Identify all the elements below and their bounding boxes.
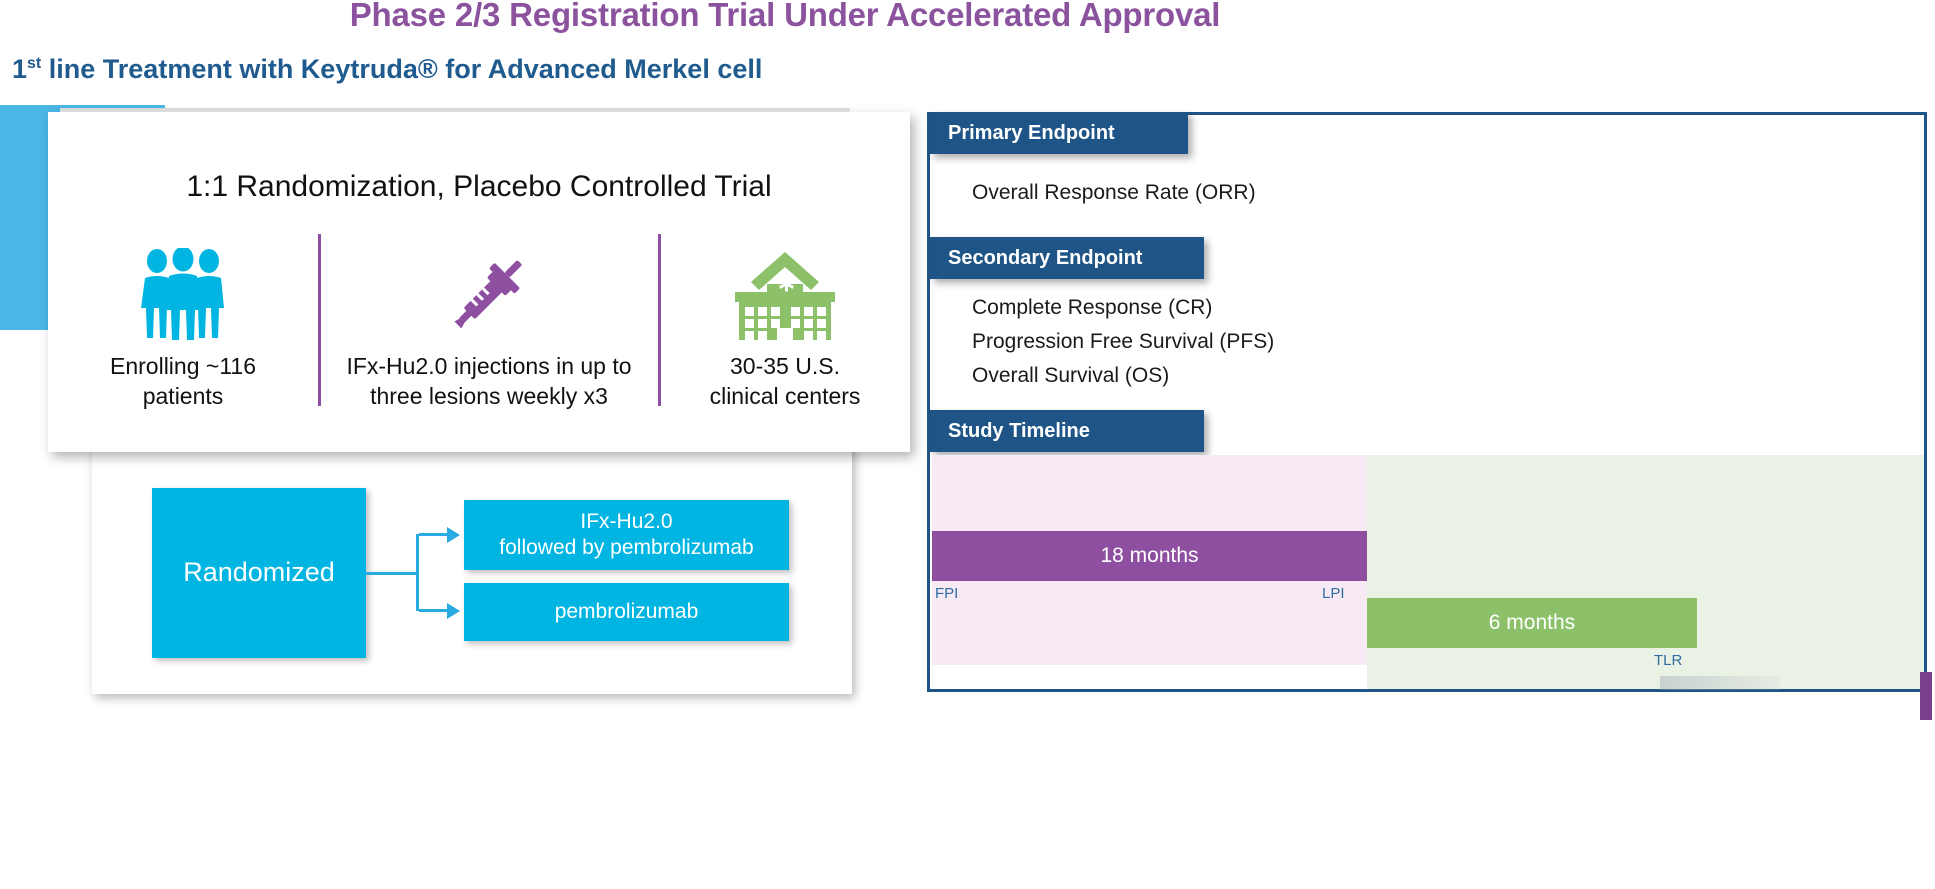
hospital-icon (670, 240, 900, 340)
section-header-secondary-endpoint: Secondary Endpoint (930, 237, 1204, 279)
background-decoration-purple-edge (1920, 672, 1932, 720)
randomization-info-card: 1:1 Randomization, Placebo Controlled Tr… (48, 112, 910, 452)
page-subtitle: 1st line Treatment with Keytruda® for Ad… (12, 54, 762, 85)
timeline-bar-enrollment: 18 months (932, 531, 1367, 581)
list-item: Overall Survival (OS) (972, 364, 1170, 388)
timeline-marker-tlr: TLR (1654, 652, 1683, 669)
connector-line-arm-a (419, 533, 449, 536)
secondary-endpoint-list: Complete Response (CR) Progression Free … (972, 291, 1274, 393)
list-item: Progression Free Survival (PFS) (972, 330, 1275, 354)
syringe-icon (330, 240, 648, 340)
timeline-bar-followup: 6 months (1367, 598, 1697, 648)
subtitle-ordinal: 1 (12, 54, 28, 84)
arrow-icon-arm-b (447, 603, 460, 619)
sites-caption-line-1: 30-35 U.S. (730, 353, 840, 379)
flow-box-arm-b[interactable]: pembrolizumab (464, 583, 789, 641)
enrollment-caption-line-2: patients (142, 382, 224, 409)
arm-a-line-1: IFx-Hu2.0 (580, 509, 673, 533)
dosing-caption-line-1: IFx-Hu2.0 injections in up to (346, 353, 632, 379)
enrollment-caption-line-1: Enrolling ~116 (110, 353, 256, 379)
flow-box-arm-a[interactable]: IFx-Hu2.0 followed by pembrolizumab (464, 500, 789, 570)
study-timeline-chart: 18 months 6 months FPI LPI TLR (932, 455, 1924, 689)
timeline-followup-band (1367, 455, 1924, 689)
list-item: Complete Response (CR) (972, 296, 1213, 319)
dosing-caption-line-2: three lesions weekly x3 (370, 382, 608, 409)
column-divider-1 (318, 234, 321, 406)
arrow-icon-arm-a (447, 527, 460, 543)
arm-a-line-2: followed by pembrolizumab (499, 536, 754, 559)
section-header-study-timeline: Study Timeline (930, 410, 1204, 452)
sites-caption-line-2: clinical centers (709, 382, 861, 409)
page-title: Phase 2/3 Registration Trial Under Accel… (349, 0, 1221, 33)
background-decoration-grey (1660, 676, 1780, 690)
connector-line-vertical (416, 534, 419, 611)
subtitle-ordinal-suffix: st (27, 55, 42, 72)
dosing-caption: IFx-Hu2.0 injections in up to three lesi… (330, 352, 648, 412)
subtitle-text: line Treatment with Keytruda® for Advanc… (41, 54, 763, 84)
sites-caption: 30-35 U.S. clinical centers (670, 352, 900, 412)
timeline-marker-fpi: FPI (935, 585, 959, 602)
connector-line-arm-b (419, 609, 449, 612)
connector-line-horizontal (366, 572, 418, 575)
info-card-heading: 1:1 Randomization, Placebo Controlled Tr… (186, 170, 772, 203)
primary-endpoint-list: Overall Response Rate (ORR) (972, 176, 1256, 210)
people-group-icon (58, 240, 308, 340)
column-divider-2 (658, 234, 661, 406)
enrollment-caption: Enrolling ~116 patients (58, 352, 308, 412)
flow-box-randomized[interactable]: Randomized (152, 488, 366, 658)
section-header-primary-endpoint: Primary Endpoint (930, 112, 1188, 154)
timeline-marker-lpi: LPI (1322, 585, 1345, 602)
list-item: Overall Response Rate (ORR) (972, 181, 1256, 204)
